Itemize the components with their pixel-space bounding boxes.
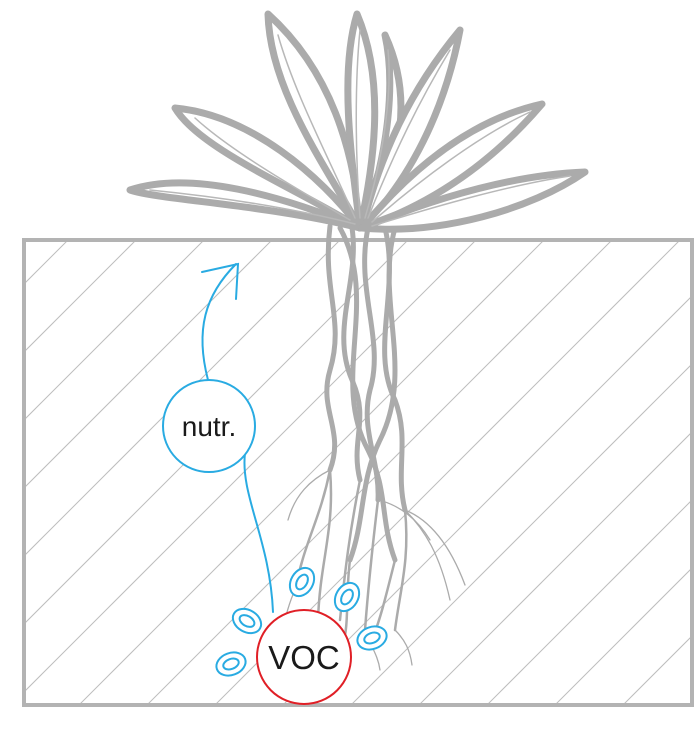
- plant-roots: [279, 223, 466, 671]
- hatch-line: [622, 635, 692, 705]
- hatch-line: [214, 240, 681, 705]
- voc-label: VOC: [268, 639, 340, 676]
- nutrient-path-lower: [243, 452, 274, 613]
- microbe-cell-icon: [288, 566, 316, 598]
- nutrient-node: nutr.: [162, 379, 256, 473]
- upward-arrow-icon: [201, 262, 240, 300]
- nutrient-flow: [201, 262, 274, 613]
- hatch-line: [24, 240, 205, 421]
- microbe-cell-icon: [215, 651, 247, 677]
- voc-node: VOC: [256, 609, 352, 705]
- microbe-cells: [215, 566, 388, 677]
- hatch-line: [554, 567, 692, 705]
- leaf-veins: [149, 29, 571, 227]
- hatch-line: [24, 240, 69, 285]
- microbe-cell-icon: [231, 607, 263, 635]
- hatch-line: [24, 240, 137, 353]
- hatch-line: [486, 499, 692, 705]
- hatch-line: [146, 240, 613, 705]
- hatch-line: [24, 240, 273, 489]
- soil-border: [22, 238, 694, 707]
- hatch-line: [78, 240, 545, 705]
- nutrient-label: nutr.: [182, 411, 236, 442]
- microbe-cell-icon: [333, 581, 361, 613]
- hatch-line: [24, 240, 341, 557]
- hatch-line: [24, 240, 409, 625]
- hatch-line: [350, 363, 692, 705]
- nutrient-path-upper: [201, 263, 237, 381]
- hatch-line: [418, 431, 692, 705]
- microbe-cell-icon: [356, 625, 388, 651]
